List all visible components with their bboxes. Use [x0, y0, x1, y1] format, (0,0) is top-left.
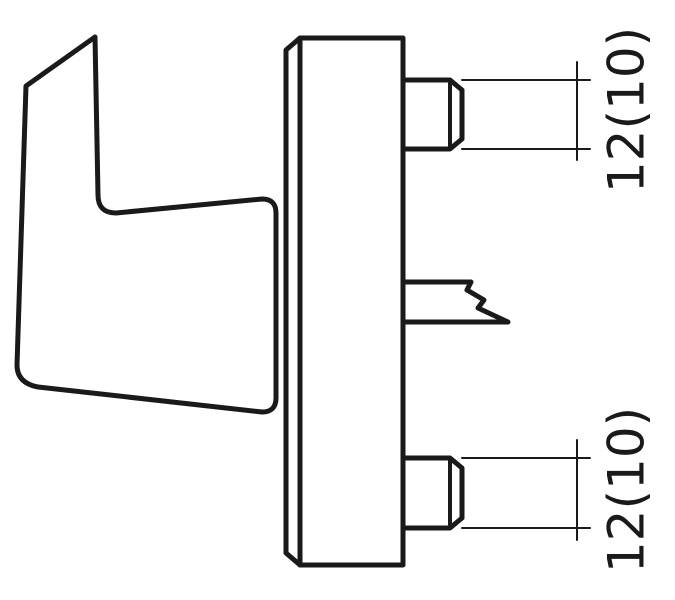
lower-dimension-label: 12(10) — [598, 407, 656, 573]
center-spindle-body — [400, 279, 511, 325]
lever-outline — [14, 34, 279, 415]
upper-dimension-label: 12(10) — [598, 27, 656, 193]
rose-plate-body — [297, 35, 406, 568]
upper-spindle-body — [400, 77, 465, 152]
rose-plate-bevel — [283, 35, 303, 568]
upper-spindle — [400, 77, 465, 152]
lower-spindle-body — [400, 455, 465, 531]
center-spindle — [400, 279, 511, 325]
handle-lever — [14, 34, 279, 415]
upper-dimension: 12(10) — [461, 27, 656, 193]
rose-plate — [283, 35, 406, 568]
lower-spindle — [400, 455, 465, 531]
lower-dimension: 12(10) — [461, 407, 656, 573]
